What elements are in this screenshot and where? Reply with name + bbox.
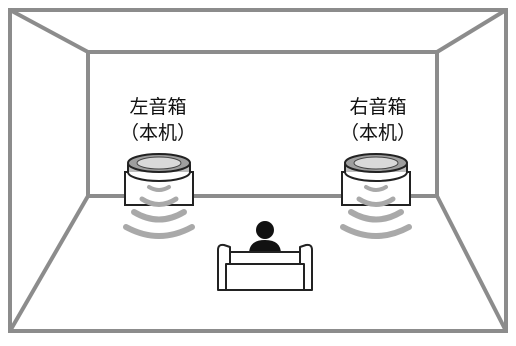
sofa-icon	[217, 243, 313, 291]
speaker-icon	[341, 153, 411, 206]
sound-wave-icon	[340, 185, 412, 239]
left-speaker-sub: （本机）	[119, 122, 196, 144]
left-speaker	[123, 153, 195, 239]
ceiling-edge-right	[435, 8, 508, 54]
sound-wave-icon	[123, 185, 195, 239]
right-speaker-label: 右音箱 （本机）	[318, 94, 438, 146]
listener	[217, 221, 313, 291]
room-walls	[8, 8, 508, 333]
right-speaker	[340, 153, 412, 239]
floor-edge-right	[435, 195, 508, 332]
left-speaker-label: 左音箱 （本机）	[98, 94, 218, 146]
speaker-icon	[124, 153, 194, 206]
right-speaker-name: 右音箱	[349, 96, 407, 118]
right-speaker-sub: （本机）	[339, 122, 416, 144]
listener-icon	[249, 221, 281, 254]
ceiling-edge-left	[9, 8, 89, 54]
floor-edge-left	[8, 194, 90, 333]
left-speaker-name: 左音箱	[129, 96, 187, 118]
